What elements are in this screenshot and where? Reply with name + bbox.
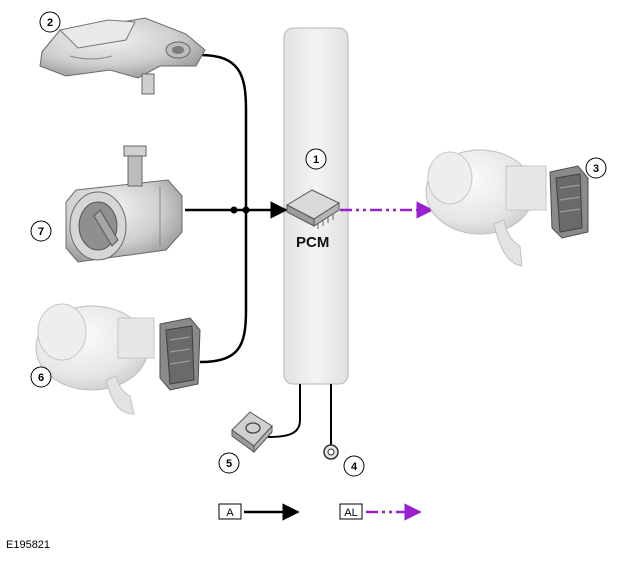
callout-4: 4 (343, 455, 365, 477)
turbo-actuator-3-illustration (425, 149, 589, 267)
legend-key-al: AL (344, 507, 357, 519)
ground-eyelet-4-illustration (323, 444, 339, 460)
pcm-chip-icon (285, 189, 341, 229)
callout-5: 5 (218, 452, 240, 474)
svg-text:1: 1 (313, 154, 319, 166)
figure-id: E195821 (6, 539, 50, 551)
callout-1: 1 (305, 148, 327, 170)
svg-text:4: 4 (351, 461, 358, 473)
junction-dot-1 (230, 206, 238, 214)
svg-text:3: 3 (593, 163, 599, 175)
wire-actuator-6 (199, 210, 248, 364)
callout-7: 7 (30, 220, 52, 242)
legend-key-a-box (218, 503, 242, 520)
junction-dot-2 (242, 206, 250, 214)
callout-2: 2 (39, 11, 61, 33)
svg-text:2: 2 (47, 17, 53, 29)
wire-sensor-2 (199, 53, 248, 210)
legend-key-al-box (339, 503, 363, 520)
pcm-label: PCM (296, 234, 329, 251)
legend-key-a: A (226, 507, 234, 519)
svg-text:6: 6 (38, 372, 44, 384)
wire-fuse-5 (267, 384, 301, 438)
callout-3: 3 (585, 157, 607, 179)
sensor-7-illustration (65, 145, 183, 263)
callout-6: 6 (30, 366, 52, 388)
turbo-actuator-6-illustration (35, 303, 201, 415)
sensor-2-illustration (39, 17, 206, 95)
legend: A AL (218, 503, 422, 521)
fuse-5-illustration (231, 411, 273, 454)
svg-text:7: 7 (38, 226, 44, 238)
svg-text:5: 5 (226, 458, 232, 470)
